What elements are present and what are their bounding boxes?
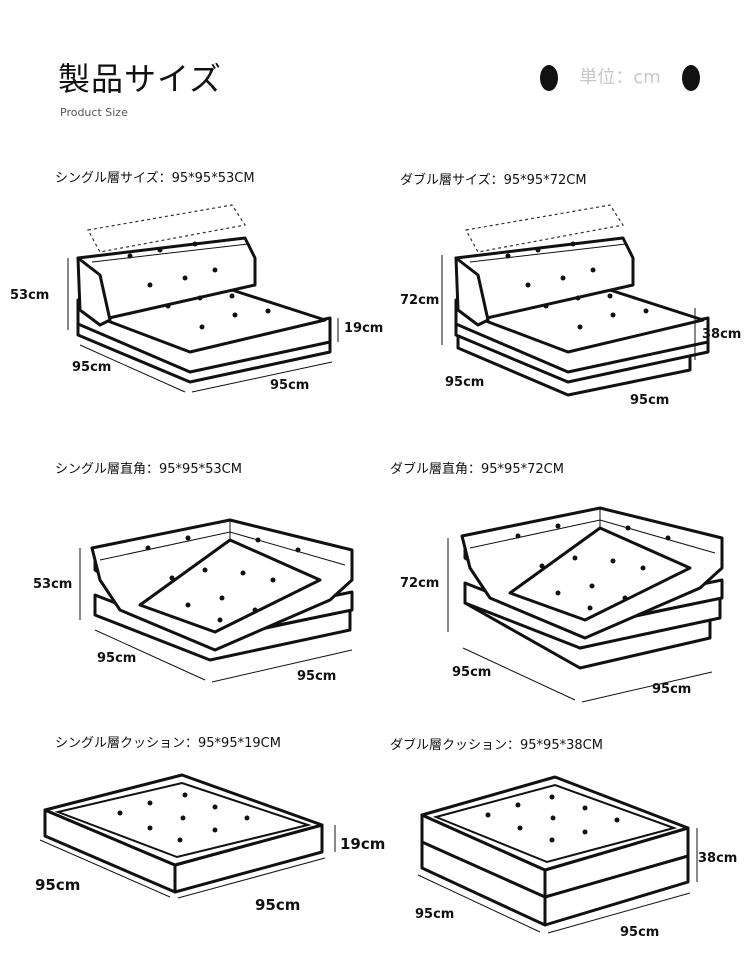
dim-width: 95cm (297, 669, 337, 684)
single-corner-sofa-drawing (90, 518, 354, 662)
unit-dot-left (540, 65, 558, 91)
unit-dot-right (682, 65, 700, 91)
dim-width: 95cm (652, 682, 692, 697)
double-corner-sofa-drawing (460, 506, 724, 670)
dim-height: 72cm (400, 576, 440, 591)
panel-title-double-sofa: ダブル層サイズ：95*95*72CM (400, 173, 587, 188)
page-title: 製品サイズ (58, 60, 223, 98)
dim-depth: 95cm (97, 651, 137, 666)
dim-width: 95cm (270, 378, 310, 393)
dim-cushion: 38cm (702, 327, 742, 342)
unit-badge: 単位：cm (540, 64, 700, 92)
dim-height: 72cm (400, 293, 440, 308)
panel-title-double-corner: ダブル層直角：95*95*72CM (390, 462, 564, 477)
dim-width: 95cm (620, 925, 660, 940)
dim-depth: 95cm (35, 876, 81, 894)
panel-title-single-cushion: シングル層クッション：95*95*19CM (55, 736, 281, 751)
page-subtitle: Product Size (60, 106, 128, 119)
panel-title-single-sofa: シングル層サイズ：95*95*53CM (55, 171, 255, 186)
unit-label: 単位：cm (579, 67, 661, 88)
dim-depth: 95cm (452, 665, 492, 680)
double-sofa-drawing (454, 203, 710, 397)
dim-width: 95cm (255, 896, 301, 914)
double-cushion-drawing (420, 775, 690, 927)
dim-depth: 95cm (445, 375, 485, 390)
dim-width: 95cm (630, 393, 670, 408)
single-cushion-drawing (43, 773, 324, 894)
dim-height: 53cm (33, 577, 73, 592)
single-sofa-drawing (76, 203, 332, 384)
dim-cushion: 19cm (344, 321, 384, 336)
dim-height: 53cm (10, 288, 50, 303)
panel-title-single-corner: シングル層直角：95*95*53CM (55, 462, 242, 477)
panel-title-double-cushion: ダブル層クッション：95*95*38CM (390, 738, 603, 753)
dim-cushion: 19cm (340, 835, 386, 853)
dim-cushion: 38cm (698, 851, 738, 866)
dim-depth: 95cm (415, 907, 455, 922)
dim-depth: 95cm (72, 360, 112, 375)
